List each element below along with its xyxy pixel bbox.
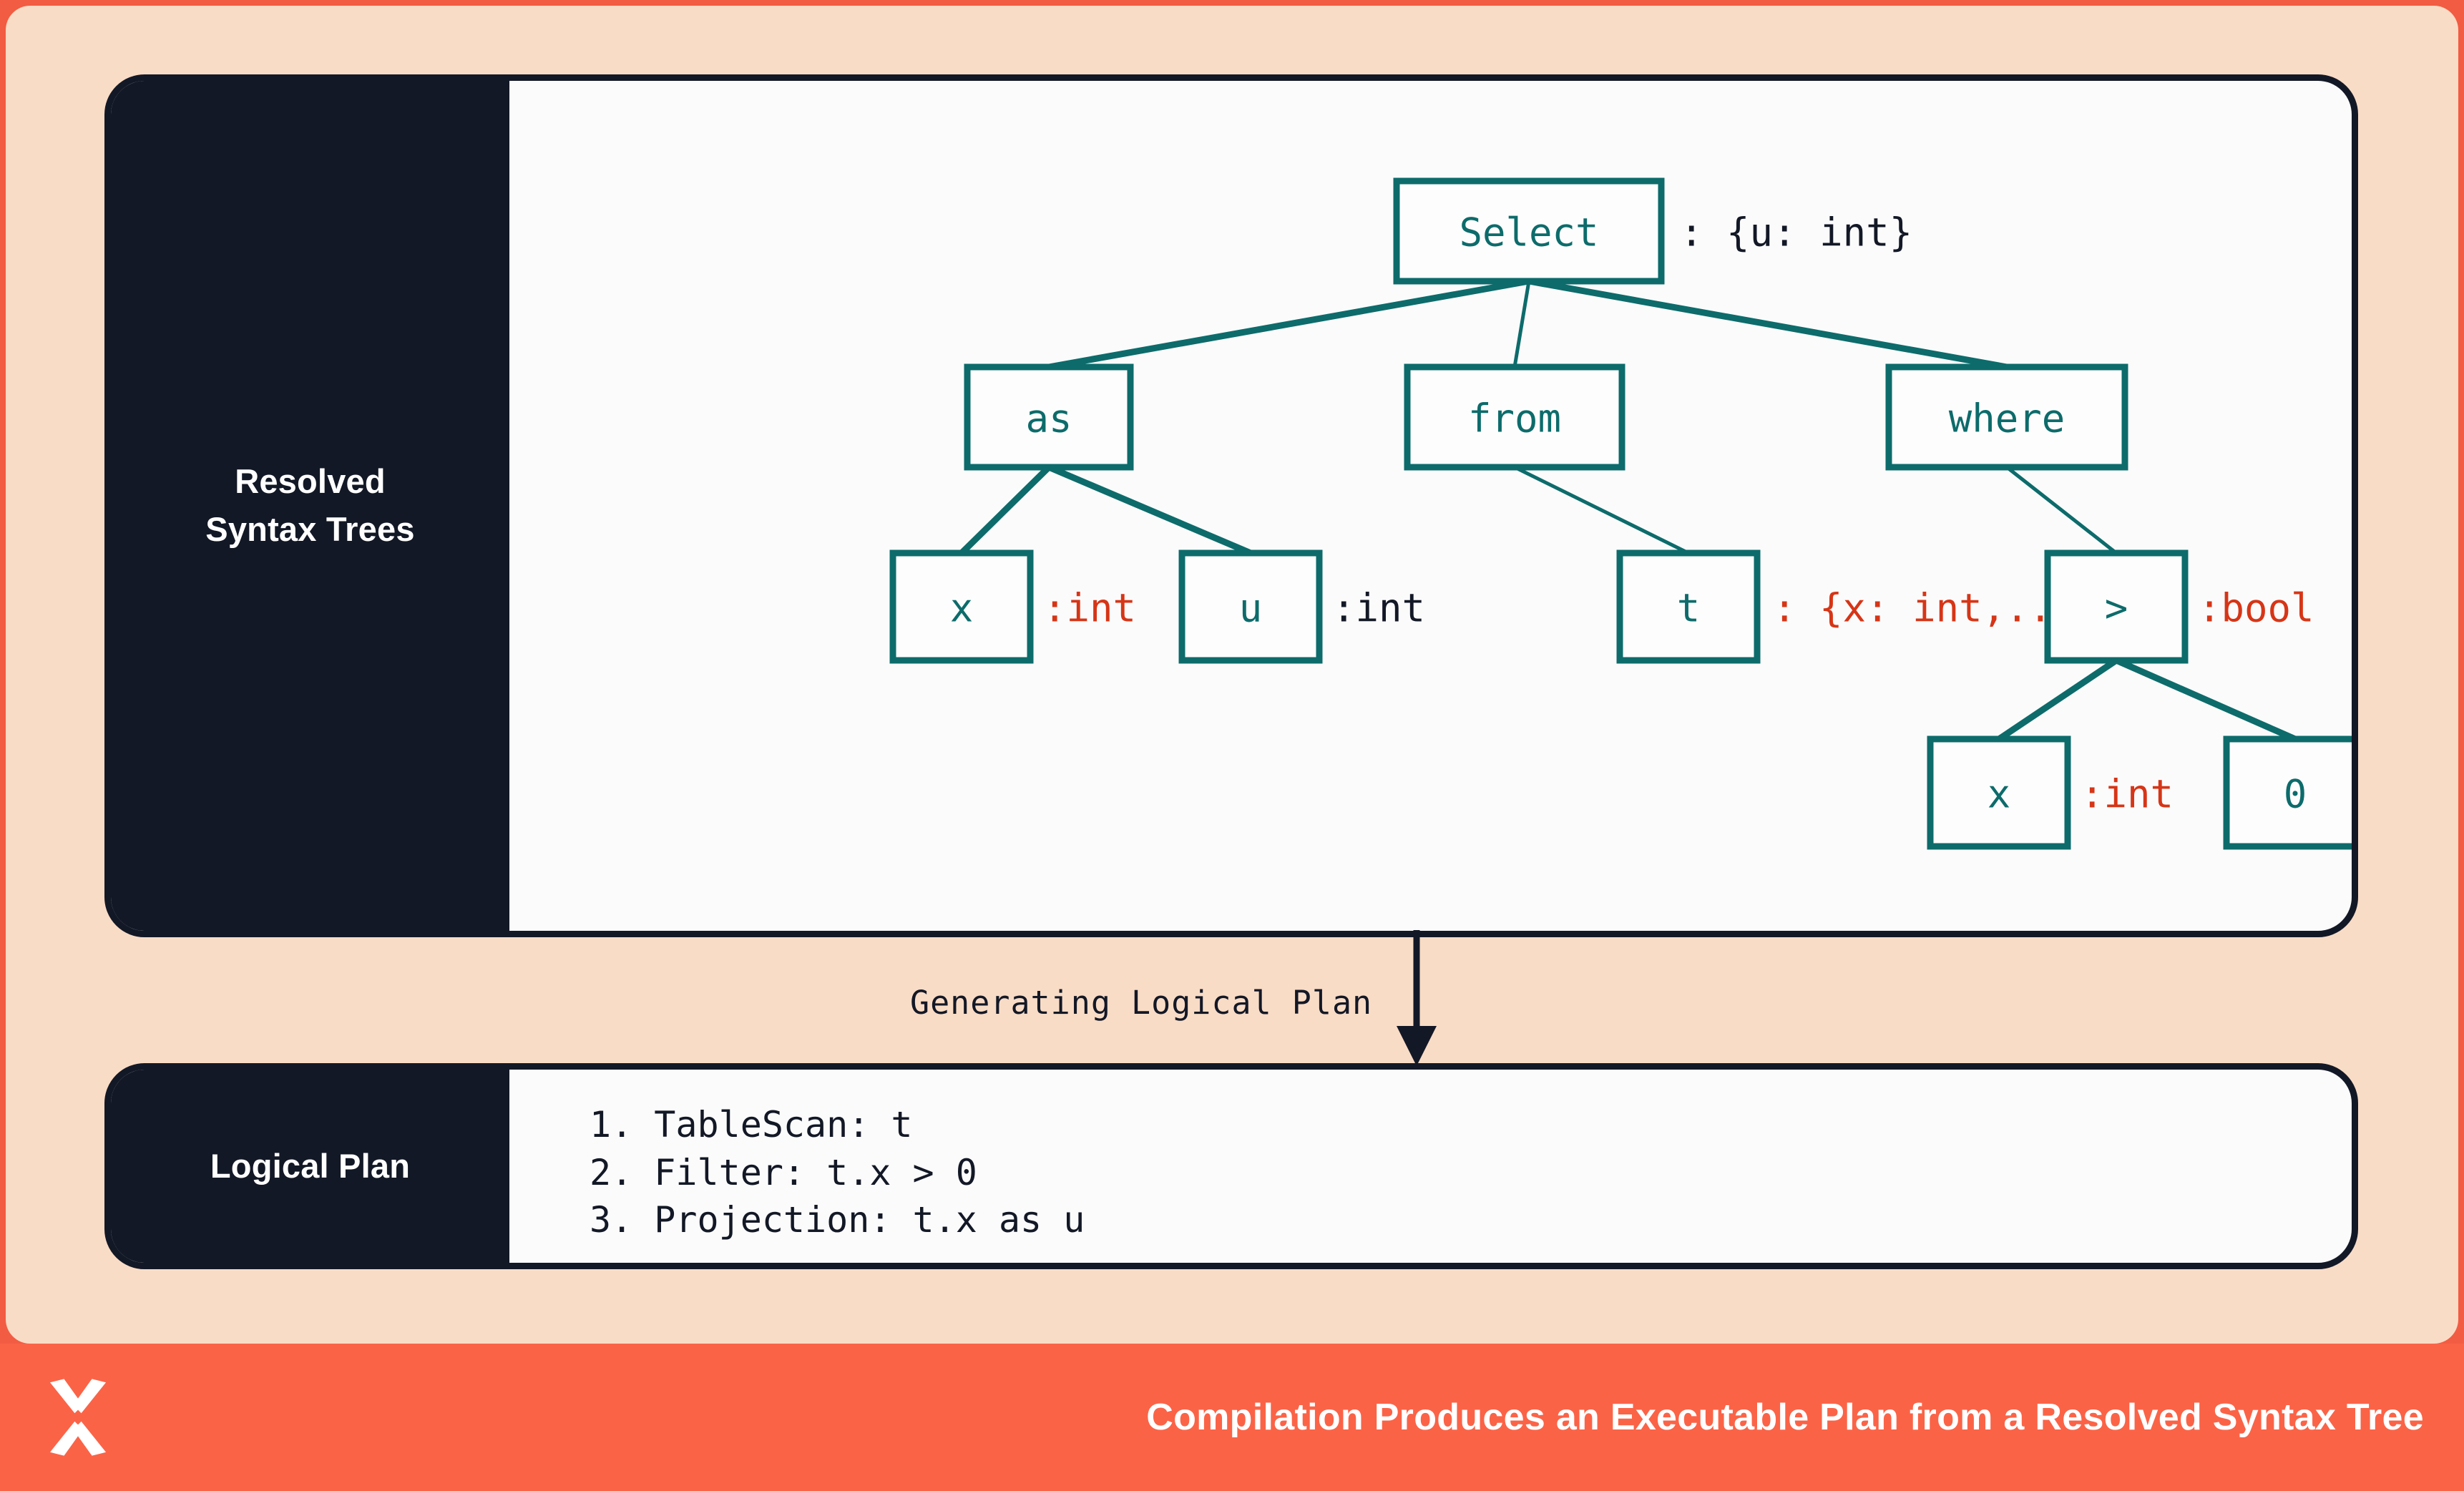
tree-node-type-annotation: : {u: int} xyxy=(1680,210,1912,255)
tree-node-box xyxy=(889,549,1034,664)
tree-node-box xyxy=(1404,363,1625,471)
tree-edge-as-to-as-x xyxy=(959,464,1052,556)
logical-plan-panel: Logical Plan 1. TableScan: t 2. Filter: t… xyxy=(104,1063,2358,1269)
rst-sidebar-label-line1: Resolved xyxy=(235,462,386,501)
tree-edge-select-to-as xyxy=(1048,278,1530,371)
x-logo-icon xyxy=(49,1379,107,1456)
tree-node-select[interactable]: Select : {u: int} xyxy=(1393,177,1912,285)
tree-node-label: Select xyxy=(1459,210,1598,255)
tree-node-gt-0[interactable]: 0:int xyxy=(2223,735,2352,850)
tree-nodes: Select : {u: int} as from where x :int u :int t : … xyxy=(889,177,2352,850)
tree-node-from[interactable]: from xyxy=(1404,363,1625,471)
rst-tree-canvas: Select : {u: int} as from where x :int u :int t : … xyxy=(509,81,2352,931)
tree-node-box xyxy=(964,363,1134,471)
tree-node-label: t xyxy=(1677,586,1701,631)
resolved-syntax-trees-panel: Resolved Syntax Trees Select : {u: int} as… xyxy=(104,74,2358,937)
tree-node-type-annotation: : {x: int,...} xyxy=(1773,586,2098,631)
logical-plan-step: 3. Projection: t.x as u xyxy=(590,1199,1085,1241)
tree-node-box xyxy=(2044,549,2189,664)
rst-sidebar: Resolved Syntax Trees xyxy=(111,81,509,931)
rst-sidebar-label: Resolved Syntax Trees xyxy=(205,458,414,553)
tree-node-label: u xyxy=(1239,586,1263,631)
logical-plan-steps: 1. TableScan: t 2. Filter: t.x > 0 3. Proj… xyxy=(509,1070,2352,1244)
tree-edge-gt-to-gt-0 xyxy=(2115,657,2297,743)
tree-node-box xyxy=(2223,735,2352,850)
tree-node-type-annotation: :int xyxy=(2081,772,2174,817)
tree-node-as[interactable]: as xyxy=(964,363,1134,471)
tree-node-box xyxy=(1178,549,1323,664)
tree-node-gt-x[interactable]: x :int xyxy=(1927,735,2174,850)
lp-sidebar-label: Logical Plan xyxy=(210,1146,411,1185)
tree-edge-where-to-gt xyxy=(2005,466,2118,554)
tree-node-label: where xyxy=(1949,396,2065,441)
tree-node-from-t[interactable]: t : {x: int,...} xyxy=(1616,549,2098,664)
footer-banner: Compilation Produces an Executable Plan … xyxy=(0,1344,2464,1491)
tree-node-type-annotation: :int xyxy=(1043,586,1136,631)
tree-node-box xyxy=(1885,363,2128,471)
footer-title: Compilation Produces an Executable Plan … xyxy=(1146,1397,2424,1438)
down-arrow-icon xyxy=(1397,930,1437,1066)
tree-node-as-x[interactable]: x :int xyxy=(889,549,1136,664)
tree-edge-select-to-where xyxy=(1528,278,2008,371)
lp-body: 1. TableScan: t 2. Filter: t.x > 0 3. Proj… xyxy=(509,1070,2352,1263)
flow-caption: Generating Logical Plan xyxy=(910,984,1373,1022)
tree-node-box xyxy=(1393,177,1665,285)
lp-sidebar: Logical Plan xyxy=(111,1070,509,1263)
rst-sidebar-label-line2: Syntax Trees xyxy=(205,510,415,548)
tree-node-type-annotation: :int xyxy=(1332,586,1425,631)
tree-edge-as-to-as-u xyxy=(1047,464,1252,557)
tree-edge-select-to-from xyxy=(1512,280,1531,368)
tree-node-type-annotation: :bool xyxy=(2198,586,2314,631)
tree-node-box xyxy=(1616,549,1761,664)
tree-node-label: as xyxy=(1025,396,1072,441)
tree-node-gt[interactable]: > :bool xyxy=(2044,549,2314,664)
tree-node-label: 0 xyxy=(2284,772,2307,817)
tree-node-label: > xyxy=(2105,586,2128,631)
tree-node-box xyxy=(1927,735,2071,850)
syntax-tree-svg: Select : {u: int} as from where x :int u :int t : … xyxy=(889,177,2352,850)
logical-plan-step: 2. Filter: t.x > 0 xyxy=(590,1151,977,1193)
logical-plan-step: 1. TableScan: t xyxy=(590,1104,913,1145)
tree-edges xyxy=(959,278,2297,743)
tree-edge-gt-to-gt-x xyxy=(1997,657,2118,742)
tree-node-label: x xyxy=(1988,772,2011,817)
tree-node-label: x xyxy=(950,586,974,631)
tree-node-where[interactable]: where xyxy=(1885,363,2128,471)
tree-node-as-u[interactable]: u :int xyxy=(1178,549,1425,664)
tree-edge-from-to-from-t xyxy=(1513,465,1690,555)
tree-node-label: from xyxy=(1468,396,1561,441)
